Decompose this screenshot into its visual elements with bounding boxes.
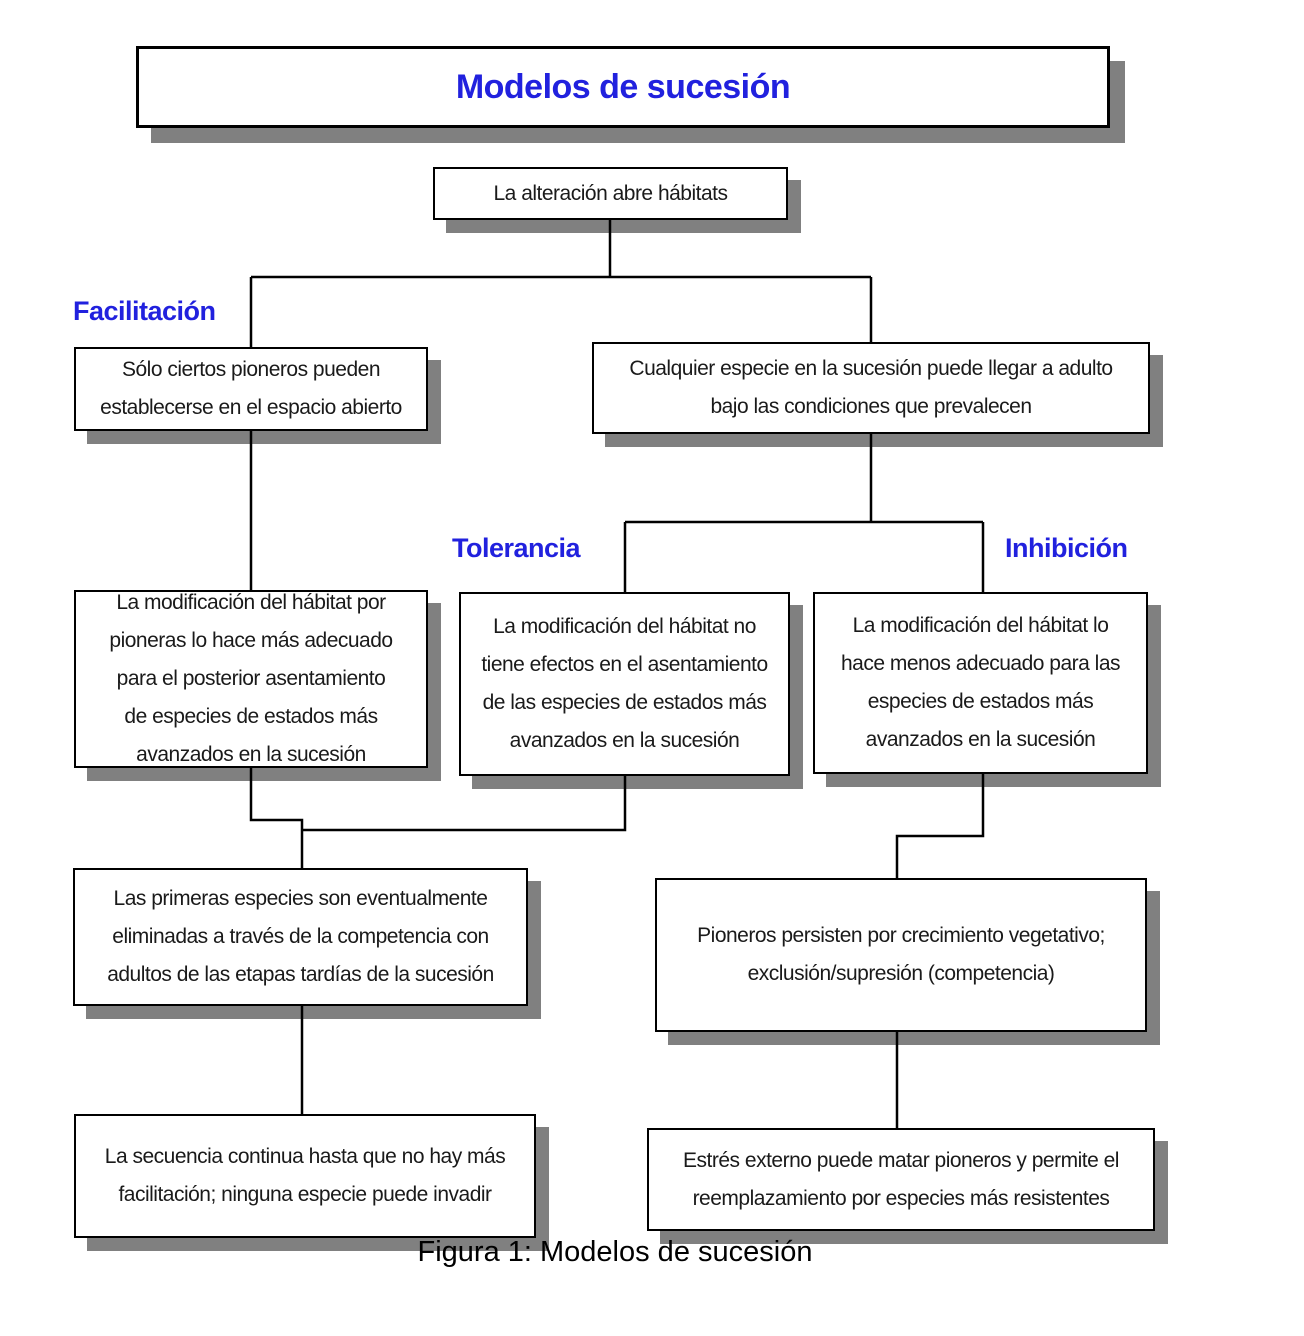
node-inhibicion-step3: Estrés externo puede matar pioneros y pe… xyxy=(647,1128,1155,1231)
diagram-title-box: Modelos de sucesión xyxy=(136,46,1110,128)
diagram-title: Modelos de sucesión xyxy=(455,67,791,106)
node-cualquier-especie: Cualquier especie en la sucesión puede l… xyxy=(592,342,1150,434)
node-facilitacion-step3: Las primeras especies son eventualmente … xyxy=(73,868,528,1006)
node-tolerancia-step1: La modificación del hábitat no tiene efe… xyxy=(459,592,790,776)
branch-label-tolerancia: Tolerancia xyxy=(452,533,581,563)
node-alteracion-abre-habitats: La alteración abre hábitats xyxy=(433,167,788,220)
branch-label-facilitacion: Facilitación xyxy=(73,296,216,326)
branch-label-inhibicion: Inhibición xyxy=(1005,533,1128,563)
figure-caption: Figura 1: Modelos de sucesión xyxy=(417,1236,813,1268)
node-facilitacion-step4: La secuencia continua hasta que no hay m… xyxy=(74,1114,536,1238)
node-inhibicion-step1: La modificación del hábitat lo hace meno… xyxy=(813,592,1148,774)
node-inhibicion-step2: Pioneros persisten por crecimiento veget… xyxy=(655,878,1147,1032)
node-facilitacion-step2: La modificación del hábitat por pioneras… xyxy=(74,590,428,768)
node-facilitacion-step1: Sólo ciertos pioneros pueden establecers… xyxy=(74,347,428,431)
